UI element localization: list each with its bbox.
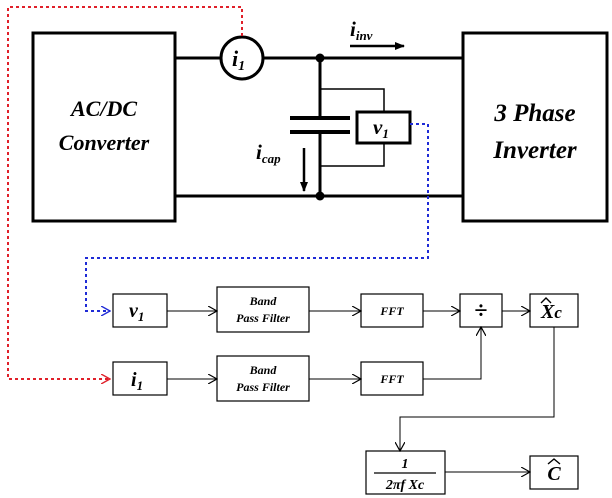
svg-text:iinv: iinv: [350, 17, 373, 43]
divider-block: ÷: [459, 293, 503, 328]
i1-input-block: i1: [112, 361, 168, 396]
capacitance-formula-block: 1 2πf Xc: [365, 450, 446, 495]
current-measure-path: [7, 6, 243, 379]
fft-current-label: FFT: [379, 372, 404, 386]
fft-voltage-label: FFT: [379, 304, 404, 318]
svg-text:Xc: Xc: [540, 301, 562, 323]
v1-input-subscript: 1: [138, 309, 145, 324]
node-top: [315, 53, 325, 63]
voltage-sensor-label: v: [373, 115, 383, 139]
i-cap-label: i: [256, 140, 262, 164]
current-sensor: i1: [219, 35, 265, 81]
node-bottom: [315, 191, 325, 201]
formula-denominator: 2πf Xc: [385, 478, 425, 493]
capacitor-gap: [312, 118, 328, 132]
i1-input-subscript: 1: [137, 378, 144, 393]
c-estimate-label: C: [547, 463, 561, 485]
signal-arrows: [167, 311, 555, 472]
v1-sensor-wire-bottom: [320, 143, 385, 167]
divide-symbol: ÷: [474, 298, 487, 324]
v1-input-label: v: [129, 300, 139, 322]
inverter-block: 3 Phase Inverter: [461, 31, 609, 223]
xc-estimate-c: c: [554, 303, 562, 322]
xc-estimate-x: X: [540, 301, 555, 323]
bpf-voltage-line2: Pass Filter: [236, 311, 290, 325]
i1-input-label: i: [131, 369, 137, 391]
v1-input-block: v1: [112, 293, 168, 328]
fft-block-current: FFT: [360, 361, 424, 396]
xc-estimate-block: Xc: [529, 293, 579, 328]
arrow-fft-current-to-divider: [423, 327, 481, 380]
c-estimate-block: C: [529, 455, 579, 490]
svg-text:i1: i1: [131, 369, 143, 393]
acdc-label-line2: Converter: [59, 130, 150, 155]
v1-sensor-wire-top: [320, 88, 385, 112]
i-inv-subscript: inv: [356, 28, 373, 43]
i-cap-subscript: cap: [262, 151, 281, 166]
voltage-sensor-subscript: 1: [382, 126, 389, 141]
svg-text:v1: v1: [373, 115, 389, 141]
xc-hat-mark: [540, 297, 552, 304]
arrow-xc-to-formula: [400, 327, 555, 451]
current-sensor-label: i: [232, 46, 239, 71]
formula-numerator: 1: [402, 457, 409, 472]
inverter-label-line1: 3 Phase: [493, 100, 575, 127]
i-inv-label: i: [350, 17, 356, 41]
svg-text:icap: icap: [256, 140, 281, 166]
voltage-sensor: v1: [355, 110, 412, 145]
acdc-label-line1: AC/DC: [69, 96, 137, 121]
c-hat-mark: [547, 458, 561, 465]
acdc-converter-block: AC/DC Converter: [31, 31, 177, 223]
bpf-current-line2: Pass Filter: [236, 380, 290, 394]
svg-text:i1: i1: [232, 46, 245, 74]
bpf-voltage-line1: Band: [249, 294, 278, 308]
bpf-current-line1: Band: [249, 363, 278, 377]
bpf-block-voltage: Band Pass Filter: [216, 286, 310, 333]
fft-block-voltage: FFT: [360, 293, 424, 328]
voltage-measure-path: [85, 123, 429, 311]
current-sensor-subscript: 1: [238, 59, 245, 74]
inverter-label-line2: Inverter: [492, 137, 577, 164]
svg-text:v1: v1: [129, 300, 144, 324]
bpf-block-current: Band Pass Filter: [216, 355, 310, 402]
